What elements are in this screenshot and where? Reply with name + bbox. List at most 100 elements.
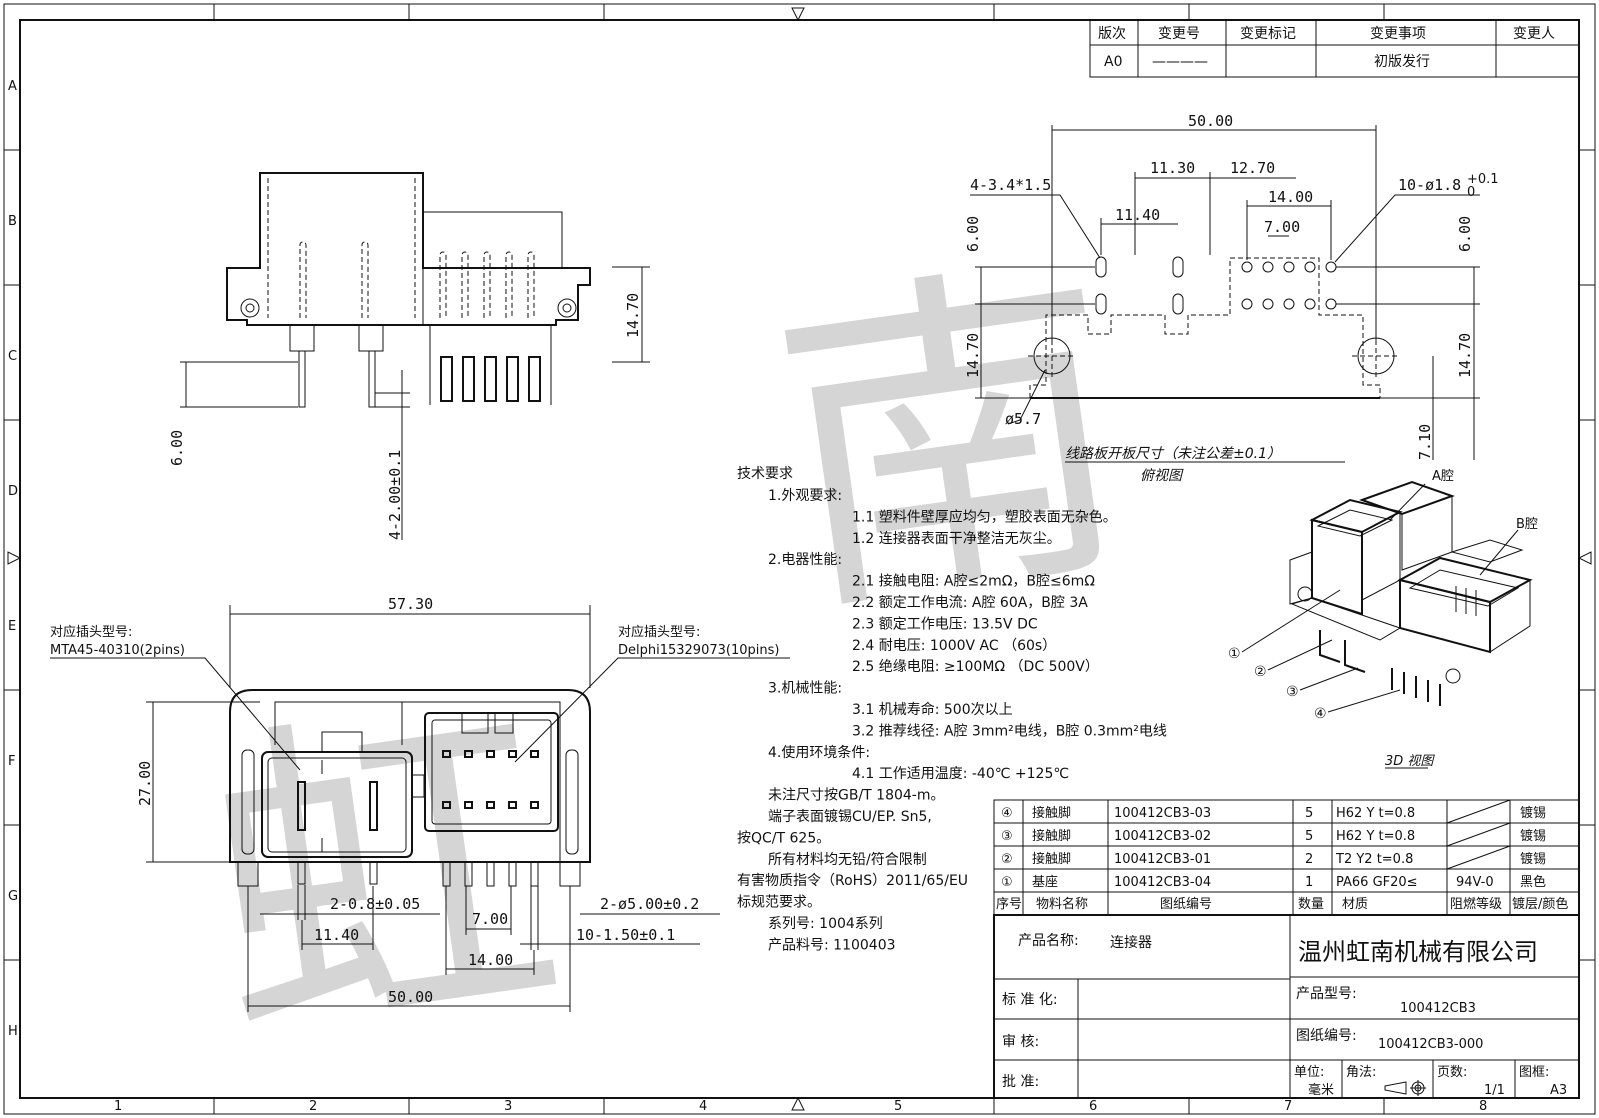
dim-front-post: 2-ø5.00±0.2 [600,895,699,913]
bom-cell-qty: 5 [1305,806,1313,821]
svg-text:7: 7 [1284,1099,1292,1114]
rev-header-mark: 变更标记 [1240,26,1296,42]
watermark-char-1: 虹 [187,660,579,1099]
tech-line: 标规范要求。 [737,894,821,911]
rev-change-no: ———— [1152,54,1208,70]
dim-side-pin: 6.00 [168,430,186,466]
dim-front-height: 27.00 [136,761,154,806]
dim-pcb-h5: 7.10 [1416,424,1434,460]
dim-pcb-a: 11.30 [1150,159,1195,177]
tech-line: 2.5 绝缘电阻: ≥100MΩ （DC 500V） [852,659,1099,675]
bom-header-no: 序号 [996,897,1022,912]
3d-callout-2: ② [1254,664,1267,680]
dim-side-height: 14.70 [624,293,642,338]
3d-cavity-b: B腔 [1516,517,1538,532]
bom-cell-finish: 黑色 [1520,874,1546,890]
tb-company: 温州虹南机械有限公司 [1298,938,1538,966]
projection-symbol-icon [1384,1080,1426,1096]
svg-text:4: 4 [699,1099,707,1114]
3d-caption: 3D 视图 [1385,754,1435,769]
tech-line: 端子表面镀锡CU/EP. Sn5, [768,808,932,825]
bom-cell-drawing: 100412CB3-02 [1114,829,1211,844]
bom-cell-name: 接触脚 [1032,828,1071,844]
bom-cell-finish: 镀锡 [1520,805,1546,821]
tech-line: 所有材料均无铅/符合限制 [768,852,927,868]
bom-header-qty: 数量 [1298,897,1324,912]
front-right-mate-label: 对应插头型号: [618,624,700,640]
title-block: 产品名称: 连接器 温州虹南机械有限公司 标 准 化: 审 核: 批 准: 产品… [993,914,1580,1099]
tech-line: 2.电器性能: [768,552,842,568]
grid-labels: 1 2 3 4 5 6 7 8 A B C D E F G H [8,79,1487,1114]
tb-approve-label: 批 准: [1002,1074,1039,1090]
bom-cell-no: ② [1001,852,1013,867]
dim-pcb-hole-tol-upper: +0.1 [1467,172,1499,187]
tb-angle-label: 角法: [1346,1065,1376,1080]
bom-cell-finish: 镀锡 [1520,828,1546,844]
dim-pcb-e: 7.00 [1264,218,1300,236]
rev-header-item: 变更事项 [1370,26,1426,42]
tb-std-label: 标 准 化: [1002,992,1058,1008]
tech-line: 产品料号: 1100403 [768,937,896,953]
svg-text:A: A [8,79,17,94]
front-right-mate-part: Delphi15329073(10pins) [618,643,779,658]
tb-page: 1/1 [1484,1083,1505,1098]
bom-header-name: 物料名称 [1036,896,1088,912]
tech-line: 3.机械性能: [768,681,842,697]
dim-pcb-hole-tol-lower: 0 [1467,185,1475,200]
tech-line: 4.1 工作适用温度: -40℃ +125℃ [852,766,1069,782]
outer-border [3,3,1596,1115]
3d-callout-3: ③ [1286,684,1299,700]
tb-size-label: 图框: [1519,1065,1549,1080]
bom-cell-name: 接触脚 [1032,805,1071,821]
dim-front-span: 14.00 [468,951,513,969]
3d-callout-4: ④ [1314,706,1327,722]
tech-line: 2.4 耐电压: 1000V AC （60s） [852,638,1056,654]
bom-cell-qty: 2 [1305,852,1313,867]
grid-markers [4,4,1595,1114]
dim-pcb-h2: 14.70 [964,333,982,378]
bom-header-finish: 镀层/颜色 [1512,896,1568,912]
tech-line: 未注尺寸按GB/T 1804-m。 [768,788,945,804]
tech-title: 技术要求 [737,466,793,482]
tech-line: 按QC/T 625。 [737,830,830,846]
bom-cell-drawing: 100412CB3-01 [1114,852,1211,867]
svg-text:6: 6 [1089,1099,1097,1114]
bom-header-drawing: 图纸编号 [1160,897,1212,912]
bom-cell-qty: 1 [1305,875,1313,890]
tb-product-name: 连接器 [1110,934,1152,951]
inner-border [19,19,1580,1099]
dim-pcb-d: 14.00 [1268,188,1313,206]
dim-pcb-c: 11.40 [1115,206,1160,224]
dim-pcb-h1: 6.00 [964,216,982,252]
bom-cell-no: ④ [1001,806,1013,821]
tech-line: 有害物质指令（RoHS）2011/65/EU [737,873,968,889]
tech-line: 1.2 连接器表面干净整洁无灰尘。 [852,530,1061,547]
pcb-view: 50.00 11.30 12.70 11.40 14.00 7.00 4-3.4… [964,112,1499,484]
svg-text:2: 2 [309,1099,317,1114]
svg-text:G: G [8,889,18,904]
dim-side-spacing: 4-2.00±0.1 [386,450,404,540]
bom-cell-material: T2 Y2 t=0.8 [1335,852,1413,867]
tb-unit-label: 单位: [1294,1065,1324,1080]
front-left-mate-part: MTA45-40310(2pins) [50,643,185,658]
tb-review-label: 审 核: [1002,1034,1039,1050]
tb-model: 100412CB3 [1400,1001,1476,1016]
bom-cell-name: 基座 [1032,875,1058,890]
bom-cell-flame: 94V-0 [1456,875,1494,890]
svg-text:F: F [8,754,15,769]
tech-line: 1.外观要求: [768,488,842,504]
dim-front-width: 57.30 [388,595,433,613]
dim-front-total: 50.00 [388,988,433,1006]
3d-cavity-a: A腔 [1432,469,1454,484]
svg-text:B: B [8,214,17,229]
dim-pcb-h3: 6.00 [1456,216,1474,252]
bom-cell-material: H62 Y t=0.8 [1336,806,1415,821]
svg-text:1: 1 [114,1099,122,1114]
dim-pcb-hole: 10-ø1.8 [1398,176,1461,194]
bom-cell-material: H62 Y t=0.8 [1336,829,1415,844]
3d-callout-1: ① [1228,646,1241,662]
bom-cell-name: 接触脚 [1032,851,1071,867]
bom-cell-no: ① [1001,875,1013,890]
